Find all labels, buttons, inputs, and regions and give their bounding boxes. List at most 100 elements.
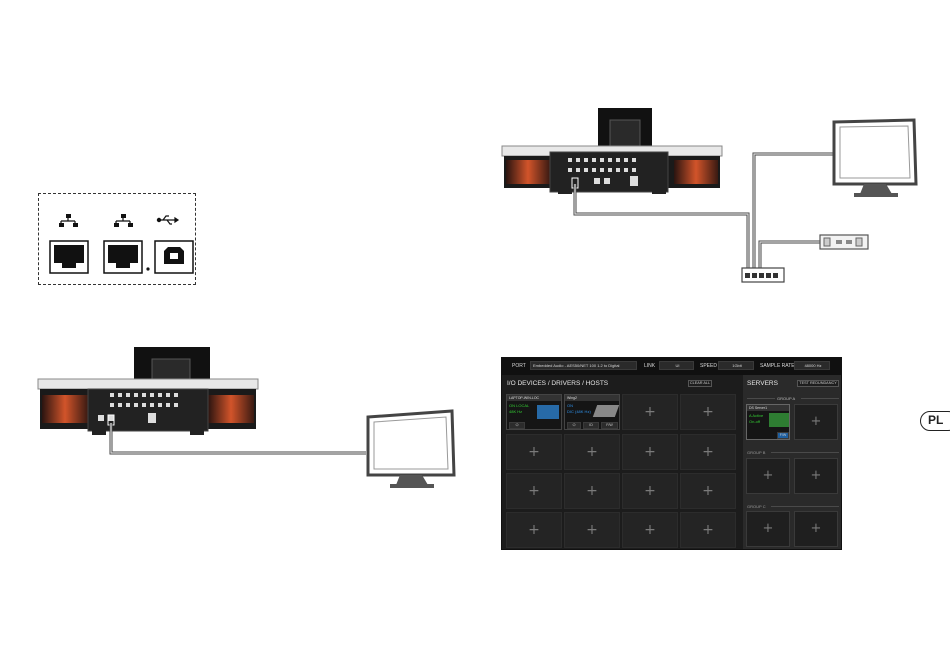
stage-box-device (819, 234, 869, 250)
mixing-console (501, 145, 723, 194)
link-value: UI (675, 363, 680, 368)
port-select[interactable]: Embedded Audio - AES50/NET 100 1.2 to Di… (530, 361, 637, 370)
network-icon (59, 214, 78, 227)
id-button[interactable]: ID (583, 422, 599, 429)
network-icon (114, 214, 133, 227)
empty-slot[interactable]: + (506, 512, 562, 548)
add-icon: + (644, 444, 656, 460)
add-icon: + (528, 522, 540, 538)
group-a-label: GROUP A (777, 396, 796, 401)
device-card-wing[interactable]: Wing2 ON DIC (48K Hz) ⏻ ID F/W (564, 394, 620, 430)
empty-slot[interactable]: + (622, 394, 678, 430)
console-network-switch-diagram (501, 108, 918, 283)
empty-server-slot[interactable]: + (794, 404, 838, 440)
empty-server-slot[interactable]: + (794, 458, 838, 494)
add-icon: + (810, 414, 822, 429)
rear-ports-detail (38, 193, 196, 285)
divider (747, 398, 775, 399)
add-icon: + (702, 444, 714, 460)
empty-slot[interactable]: + (564, 473, 620, 509)
add-icon: + (528, 444, 540, 460)
add-icon: + (644, 522, 656, 538)
rear-ports-drawing (49, 214, 194, 274)
empty-slot[interactable]: + (680, 434, 736, 470)
console-to-monitor-diagram (37, 347, 456, 488)
device-rate: 48K Hz (509, 409, 523, 414)
server-card-name: DS Server1 (747, 405, 789, 411)
empty-slot[interactable]: + (680, 473, 736, 509)
add-icon: + (810, 468, 822, 483)
server-mode: On-off (749, 419, 761, 424)
device-card-name: Wing2 (565, 395, 619, 401)
speed-label: SPEED (700, 363, 717, 369)
servers-panel: SERVERS TEST REDUNDANCY GROUP A DS Serve… (743, 375, 841, 549)
firmware-button[interactable]: F/W (601, 422, 618, 429)
group-b-label: GROUP B (747, 450, 766, 455)
computer-monitor (366, 409, 456, 488)
empty-slot[interactable]: + (564, 434, 620, 470)
server-icon (769, 413, 789, 427)
sample-rate-field: 48000 Hz (794, 361, 830, 370)
speed-value: 1Gbit (732, 363, 742, 368)
add-icon: + (528, 483, 540, 499)
empty-slot[interactable]: + (506, 434, 562, 470)
console-screen (598, 108, 652, 150)
divider (801, 398, 839, 399)
add-icon: + (702, 404, 714, 420)
device-rate: DIC (48K Hz) (567, 409, 591, 414)
add-icon: + (586, 483, 598, 499)
language-tab: PL (920, 411, 950, 431)
empty-slot[interactable]: + (622, 473, 678, 509)
divider (771, 506, 839, 507)
network-config-ui: PORT Embedded Audio - AES50/NET 100 1.2 … (501, 357, 842, 550)
io-section-title: I/O DEVICES / DRIVERS / HOSTS (507, 380, 609, 387)
empty-slot[interactable]: + (680, 512, 736, 548)
add-icon: + (644, 483, 656, 499)
ui-topbar: PORT Embedded Audio - AES50/NET 100 1.2 … (502, 358, 841, 375)
add-icon: + (762, 468, 774, 483)
power-icon: ⏻ (515, 423, 519, 427)
device-status: ON (567, 403, 573, 408)
port-value: Embedded Audio - AES50/NET 100 1.2 to Di… (533, 363, 620, 368)
computer-monitor (832, 118, 918, 197)
empty-server-slot[interactable]: + (794, 511, 838, 547)
test-redundancy-button[interactable]: TEST REDUNDANCY (797, 380, 839, 387)
divider (771, 452, 839, 453)
empty-server-slot[interactable]: + (746, 511, 790, 547)
console-icon (592, 405, 620, 417)
speed-value-field: 1Gbit (718, 361, 754, 370)
add-icon: + (644, 404, 656, 420)
usb-icon (156, 215, 180, 225)
clear-all-button[interactable]: CLEAR ALL (688, 380, 712, 387)
device-card-laptop[interactable]: LAPTOP-WIN-LOC ON LOCAL 48K Hz ⏻ (506, 394, 562, 430)
port-label: PORT (512, 363, 526, 369)
mixing-console (37, 378, 259, 435)
add-icon: + (702, 483, 714, 499)
empty-slot[interactable]: + (622, 434, 678, 470)
empty-slot[interactable]: + (680, 394, 736, 430)
network-switch (741, 267, 785, 283)
usb-b-port (154, 240, 194, 274)
empty-server-slot[interactable]: + (746, 458, 790, 494)
server-status: A Active (749, 413, 764, 418)
link-value-field: UI (659, 361, 694, 370)
add-icon: + (586, 444, 598, 460)
server-fw-button[interactable]: F/W (777, 432, 789, 439)
sample-rate-value: 48000 Hz (804, 363, 822, 368)
empty-slot[interactable]: + (506, 473, 562, 509)
power-button[interactable]: ⏻ (567, 422, 581, 429)
link-label: LINK (644, 363, 656, 369)
power-button[interactable]: ⏻ (509, 422, 525, 429)
empty-slot[interactable]: + (564, 512, 620, 548)
ethernet-port-1 (49, 240, 89, 274)
group-c-label: GROUP C (747, 504, 766, 509)
laptop-icon (537, 405, 559, 419)
add-icon: + (810, 521, 822, 536)
empty-slot[interactable]: + (622, 512, 678, 548)
device-card-name: LAPTOP-WIN-LOC (507, 395, 561, 401)
server-card[interactable]: DS Server1 A Active On-off F/W (746, 404, 790, 440)
power-icon: ⏻ (572, 423, 576, 427)
add-icon: + (586, 522, 598, 538)
add-icon: + (762, 521, 774, 536)
add-icon: + (702, 522, 714, 538)
